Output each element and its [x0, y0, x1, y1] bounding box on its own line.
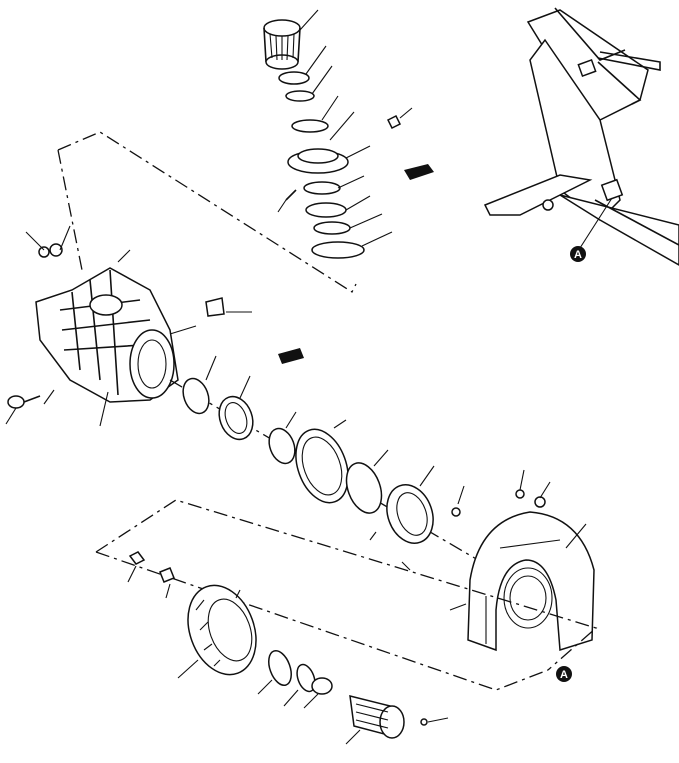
lower-part-stack [127, 551, 449, 745]
aircraft-location-view [483, 7, 679, 266]
callout-a-top-label: A [574, 249, 582, 261]
gearbox-housing [5, 225, 252, 427]
support-bracket [449, 469, 595, 652]
callout-a-bottom-label: A [560, 669, 568, 681]
hand-pointer-icon-2 [278, 348, 304, 364]
callout-a-top: A [570, 246, 586, 262]
hand-pointer-icon [404, 164, 434, 180]
callout-a-bottom: A [556, 666, 572, 682]
middle-part-stack [182, 355, 465, 571]
upper-part-stack [263, 9, 413, 259]
